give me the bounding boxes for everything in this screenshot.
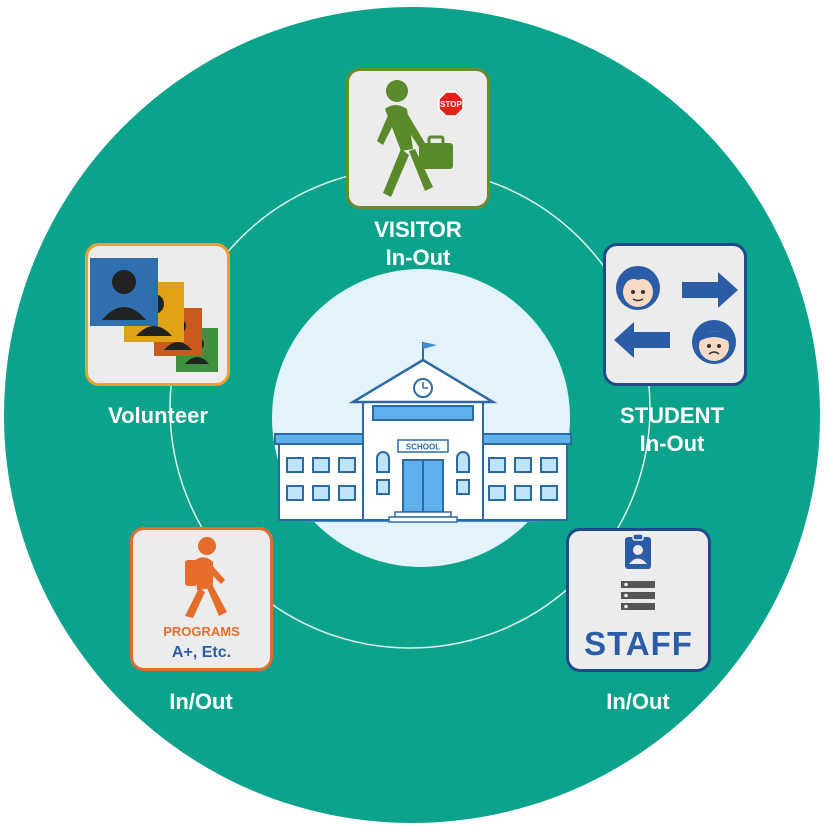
student-caption-line-2: In-Out: [639, 431, 705, 456]
volunteer-caption: Volunteer: [88, 402, 228, 430]
svg-text:STOP: STOP: [440, 100, 462, 109]
visitor-caption-line-1: VISITOR: [374, 217, 462, 242]
student-caption-line-1: STUDENT: [620, 403, 724, 428]
staff-tile-text: STAFF: [584, 625, 693, 662]
visitor-caption: VISITOR In-Out: [358, 216, 478, 272]
staff-caption: In/Out: [578, 688, 698, 716]
visitor-tile[interactable]: STOP: [346, 68, 490, 209]
volunteer-caption-line-1: Volunteer: [108, 403, 208, 428]
programs-walking-person-icon: [185, 537, 227, 618]
school-sign-text: SCHOOL: [406, 443, 440, 452]
volunteer-profiles-icon: [90, 258, 218, 372]
staff-badge-icon: [621, 533, 655, 610]
programs-caption: In/Out: [141, 688, 261, 716]
volunteer-tile[interactable]: [85, 243, 230, 386]
programs-tile-text: PROGRAMS: [163, 624, 240, 639]
staff-caption-line-1: In/Out: [606, 689, 670, 714]
school-building-icon: SCHOOL: [274, 342, 572, 523]
walking-visitor-stop-icon: STOP: [377, 80, 464, 197]
student-tile[interactable]: [603, 243, 747, 386]
programs-caption-line-1: In/Out: [169, 689, 233, 714]
students-in-out-arrows-icon: [614, 266, 738, 364]
student-caption: STUDENT In-Out: [612, 402, 732, 458]
staff-tile[interactable]: STAFF: [566, 528, 711, 672]
programs-tile-subtext: A+, Etc.: [171, 644, 232, 661]
visitor-caption-line-2: In-Out: [385, 245, 451, 270]
programs-tile[interactable]: PROGRAMS A+, Etc.: [130, 527, 273, 671]
